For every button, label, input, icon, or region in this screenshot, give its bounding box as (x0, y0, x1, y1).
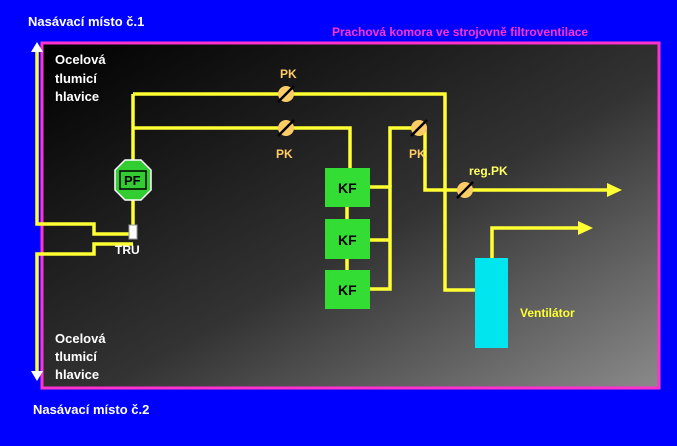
prefilter-pf (114, 159, 152, 201)
pipe-second-header (133, 126, 352, 170)
intake-bottom-label: Nasávací místo č.2 (33, 402, 149, 417)
arrows (31, 42, 622, 381)
head-bottom-line-3: hlavice (55, 367, 99, 382)
pf-label: PF (124, 173, 141, 188)
text-labels: Nasávací místo č.1 Nasávací místo č.2 Pr… (28, 14, 588, 417)
pipe-intake-bottom (35, 242, 133, 372)
ventilator-box (475, 258, 508, 348)
kf-box-1 (325, 168, 370, 207)
pipe-kf-collector (370, 185, 392, 291)
kf-label-1: KF (338, 180, 357, 196)
kf-filters (325, 168, 370, 309)
kf-box-3 (325, 270, 370, 309)
head-bottom-line-1: Ocelová (55, 331, 106, 346)
valve-pk-middle (277, 119, 295, 137)
reg-pk-label: reg.PK (469, 164, 508, 178)
pipe-intake-top (35, 50, 133, 236)
head-top-line-1: Ocelová (55, 52, 106, 67)
kf-box-2 (325, 219, 370, 259)
kf-label-2: KF (338, 232, 357, 248)
ventilator-label: Ventilátor (520, 306, 575, 320)
valves (277, 85, 474, 199)
head-top-line-2: tlumicí (55, 71, 97, 86)
pk-label-right: PK (409, 147, 426, 161)
arrow-intake-top (31, 42, 43, 52)
arrow-outlet-1 (607, 183, 622, 197)
kf-label-3: KF (338, 282, 357, 298)
chamber-frame (40, 41, 661, 390)
head-top-line-3: hlavice (55, 89, 99, 104)
valve-pk-right (410, 119, 428, 137)
valve-pk-top (277, 85, 295, 103)
arrow-intake-bottom (31, 371, 43, 381)
tru-element (128, 224, 138, 240)
arrow-outlet-2 (578, 221, 593, 235)
pk-label-top: PK (280, 67, 297, 81)
pk-label-middle: PK (276, 147, 293, 161)
dust-chamber (42, 43, 659, 388)
valve-reg-pk (456, 181, 474, 199)
tru-label: TRU (115, 243, 140, 257)
pipe-fan-outlet (490, 226, 582, 258)
chamber-title: Prachová komora ve strojovně filtroventi… (332, 25, 588, 39)
intake-top-label: Nasávací místo č.1 (28, 14, 144, 29)
head-bottom-line-2: tlumicí (55, 349, 97, 364)
